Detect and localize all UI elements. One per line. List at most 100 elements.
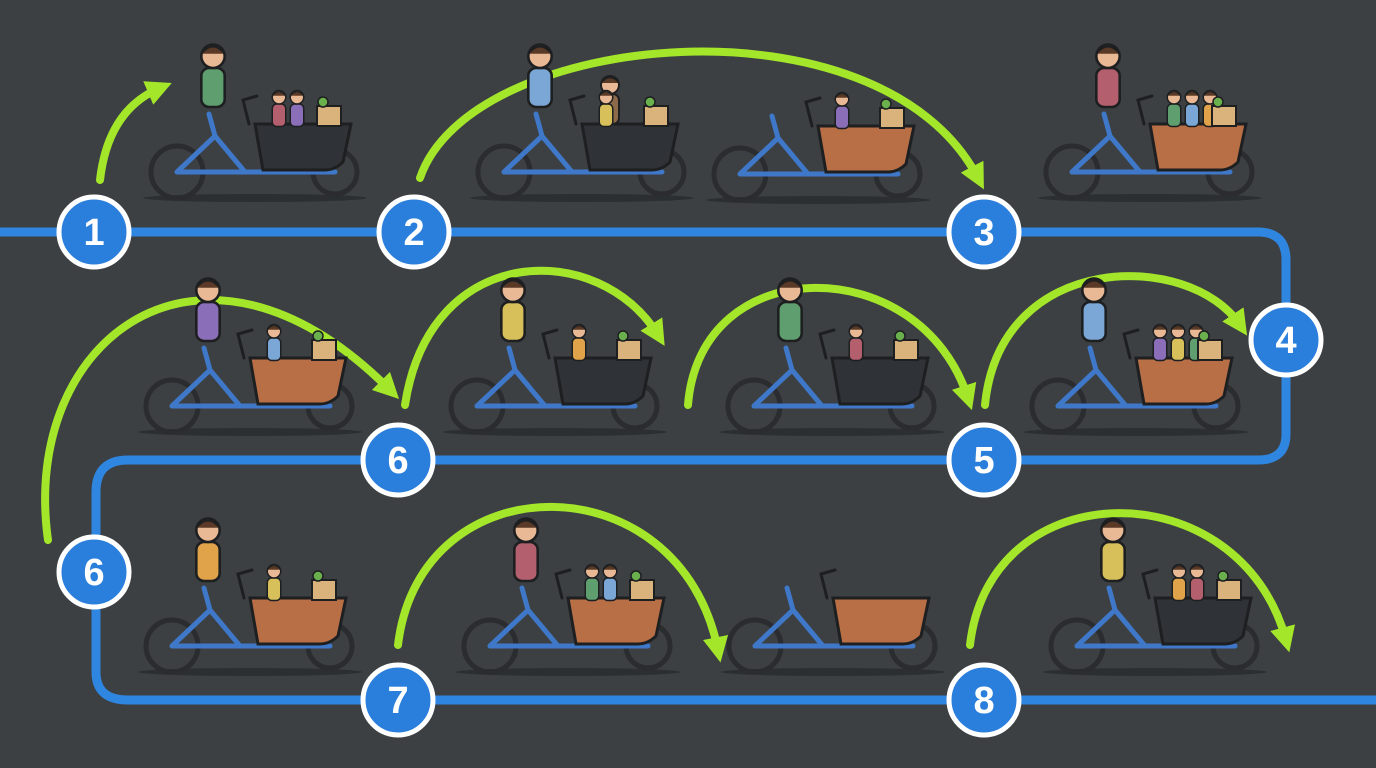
cargo-bike-row3-bike4 — [1043, 517, 1267, 676]
cargo-bike-row1-bike1 — [143, 43, 367, 202]
passenger-child — [1171, 563, 1187, 602]
arrow-1 — [96, 81, 172, 184]
grocery-bag — [1211, 105, 1237, 127]
rider-parent — [195, 517, 221, 583]
bike-frame — [169, 585, 333, 649]
marker-2-label: 2 — [403, 212, 424, 254]
marker-6a: 6 — [360, 422, 436, 498]
arrow-4 — [401, 266, 665, 409]
rider-parent — [777, 277, 803, 343]
groceries — [312, 570, 324, 582]
passenger-child — [1152, 323, 1168, 362]
marker-1: 1 — [56, 194, 132, 270]
bike-frame — [751, 345, 915, 409]
groceries — [644, 96, 656, 108]
cargo-bike-row2-bike2 — [443, 277, 667, 436]
grocery-bag — [879, 107, 905, 129]
marker-5-label: 5 — [973, 440, 994, 482]
cargo-box — [816, 124, 916, 174]
handlebar — [541, 328, 559, 360]
bike-shadow — [1024, 428, 1248, 436]
marker-8-label: 8 — [973, 680, 994, 722]
rider-parent — [200, 43, 226, 109]
cargo-box — [1148, 122, 1248, 172]
marker-6b-label: 6 — [83, 552, 104, 594]
marker-3: 3 — [946, 194, 1022, 270]
bike-frame — [169, 345, 333, 409]
passenger-child — [266, 323, 282, 362]
marker-8: 8 — [946, 662, 1022, 738]
bike-frame — [1069, 111, 1233, 175]
handlebar — [554, 568, 572, 600]
groceries — [312, 330, 324, 342]
cargo-box — [831, 596, 931, 646]
bike-frame — [1055, 345, 1219, 409]
cargo-box — [553, 356, 653, 406]
handlebar — [236, 328, 254, 360]
cargo-bike-row1-bike3 — [706, 91, 930, 204]
handlebar — [1141, 568, 1159, 600]
marker-6b: 6 — [56, 534, 132, 610]
cargo-box — [253, 122, 353, 172]
handlebar — [818, 328, 836, 360]
marker-4-label: 4 — [1275, 320, 1296, 362]
cargo-bike-row3-bike3 — [721, 568, 945, 676]
bike-shadow — [456, 668, 680, 676]
rider-parent — [527, 43, 553, 109]
groceries — [1217, 570, 1229, 582]
handlebar — [568, 94, 586, 126]
rider-parent — [500, 277, 526, 343]
cargo-bike-row1-bike4 — [1038, 43, 1262, 202]
arrows — [41, 47, 1295, 663]
bike-frame — [752, 585, 916, 649]
arrow-8 — [966, 509, 1295, 653]
bike-frame — [1074, 585, 1238, 649]
handlebar — [1122, 328, 1140, 360]
cargo-bike-row1-bike2 — [470, 43, 694, 202]
cargo-bike-row2-bike3 — [720, 277, 944, 436]
passenger-child — [602, 563, 618, 602]
handlebar — [236, 568, 254, 600]
grocery-bag — [311, 339, 337, 361]
passenger-child — [271, 89, 287, 128]
groceries — [880, 98, 892, 110]
cargo-bike-row2-bike1 — [138, 277, 362, 436]
route-path — [0, 227, 1376, 705]
cargo-box — [248, 596, 348, 646]
marker-4: 4 — [1248, 302, 1324, 378]
cargo-bike-row3-bike1 — [138, 517, 362, 676]
rider-parent — [513, 517, 539, 583]
bikes — [138, 43, 1267, 676]
handlebar — [819, 568, 837, 600]
cargo-box — [830, 356, 930, 406]
passenger-child — [1184, 89, 1200, 128]
passenger-child — [289, 89, 305, 128]
grocery-bag — [1197, 339, 1223, 361]
marker-7: 7 — [360, 662, 436, 738]
marker-3-label: 3 — [973, 212, 994, 254]
passenger-child — [848, 323, 864, 362]
bike-shadow — [1043, 668, 1267, 676]
arrow-7 — [394, 502, 729, 663]
grocery-bag — [311, 579, 337, 601]
groceries — [317, 96, 329, 108]
passenger-child — [1166, 89, 1182, 128]
marker-5: 5 — [946, 422, 1022, 498]
cargo-bike-row3-bike2 — [456, 517, 680, 676]
arrow-2 — [416, 47, 984, 190]
bike-shadow — [470, 194, 694, 202]
bike-shadow — [443, 428, 667, 436]
bike-shadow — [138, 668, 362, 676]
cargo-bike-row2-bike4 — [1024, 277, 1248, 436]
bike-shadow — [138, 428, 362, 436]
cargo-box — [580, 122, 680, 172]
cargo-box — [1153, 596, 1253, 646]
groceries — [630, 570, 642, 582]
bike-shadow — [721, 668, 945, 676]
rider-parent — [1095, 43, 1121, 109]
cargo-box — [566, 596, 666, 646]
passenger-child — [584, 563, 600, 602]
marker-7-label: 7 — [387, 680, 408, 722]
